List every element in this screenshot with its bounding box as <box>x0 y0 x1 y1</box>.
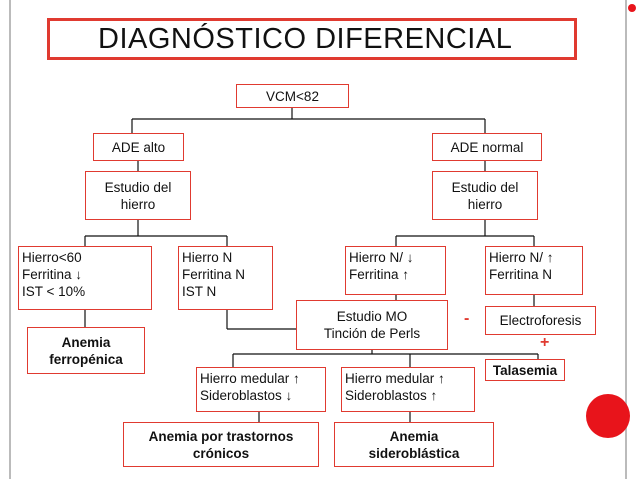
estudio-right-line-2: hierro <box>467 196 503 212</box>
medular-up-line-1: Hierro medular ↑ <box>345 371 445 386</box>
hierro-bajo-line-2: Ferritina ↓ <box>22 267 83 282</box>
node-estudio-mo: Estudio MO Tinción de Perls <box>296 300 448 350</box>
node-hierro-bajo: Hierro<60 Ferritina ↓ IST < 10% <box>18 246 152 310</box>
node-vcm-label: VCM<82 <box>266 88 319 104</box>
estudio-right-line-1: Estudio del <box>451 179 519 195</box>
estudio-left-line-1: Estudio del <box>104 179 172 195</box>
hierro-n-down-line-1: Hierro N/ ↓ <box>349 250 414 265</box>
node-ade-normal-label: ADE normal <box>450 139 524 155</box>
estudio-mo-line-2: Tinción de Perls <box>323 326 421 341</box>
node-talasemia: Talasemia <box>485 359 565 381</box>
anemia-ferropenica-line-1: Anemia <box>61 334 111 350</box>
node-medular-sideroblastos-down: Hierro medular ↑ Sideroblastos ↓ <box>196 367 326 412</box>
node-anemia-ferropenica: Anemia ferropénica <box>27 327 145 374</box>
plus-sign: + <box>540 334 550 351</box>
node-electroforesis: Electroforesis <box>485 306 596 335</box>
node-estudio-hierro-right: Estudio del hierro <box>432 171 538 220</box>
medular-up-line-2: Sideroblastos ↑ <box>345 388 438 403</box>
node-ade-alto-label: ADE alto <box>111 139 166 155</box>
hierro-normal-line-2: Ferritina N <box>182 267 246 282</box>
slide-frame <box>9 0 627 479</box>
node-ade-normal: ADE normal <box>432 133 542 161</box>
node-hierro-n-up: Hierro N/ ↑ Ferritina N <box>485 246 583 295</box>
node-estudio-hierro-left: Estudio del hierro <box>85 171 191 220</box>
medular-down-line-1: Hierro medular ↑ <box>200 371 300 386</box>
hierro-bajo-line-1: Hierro<60 <box>22 250 82 265</box>
node-anemia-sideroblastica: Anemia sideroblástica <box>334 422 494 467</box>
anemia-ferropenica-line-2: ferropénica <box>49 351 123 367</box>
node-hierro-normal: Hierro N Ferritina N IST N <box>178 246 273 310</box>
hierro-bajo-line-3: IST < 10% <box>22 284 86 299</box>
anemia-sideroblastica-line-2: sideroblástica <box>368 445 460 461</box>
anemia-cronicos-line-1: Anemia por trastornos <box>148 428 294 444</box>
node-vcm: VCM<82 <box>236 84 349 108</box>
node-hierro-n-down: Hierro N/ ↓ Ferritina ↑ <box>345 246 446 295</box>
anemia-sideroblastica-line-1: Anemia <box>389 428 439 444</box>
medular-down-line-2: Sideroblastos ↓ <box>200 388 293 403</box>
hierro-n-up-line-1: Hierro N/ ↑ <box>489 250 554 265</box>
node-anemia-cronicos: Anemia por trastornos crónicos <box>123 422 319 467</box>
decorative-red-circle <box>586 394 630 438</box>
node-ade-alto: ADE alto <box>93 133 184 161</box>
anemia-cronicos-line-2: crónicos <box>192 445 250 461</box>
hierro-normal-line-3: IST N <box>182 284 217 299</box>
electroforesis-label: Electroforesis <box>499 313 582 328</box>
corner-dot <box>628 4 636 12</box>
node-medular-sideroblastos-up: Hierro medular ↑ Sideroblastos ↑ <box>341 367 475 412</box>
hierro-n-up-line-2: Ferritina N <box>489 267 553 282</box>
minus-sign: - <box>464 310 470 327</box>
page-title: DIAGNÓSTICO DIFERENCIAL <box>47 18 577 60</box>
estudio-mo-line-1: Estudio MO <box>336 309 408 324</box>
hierro-n-down-line-2: Ferritina ↑ <box>349 267 410 282</box>
estudio-left-line-2: hierro <box>120 196 156 212</box>
talasemia-label: Talasemia <box>492 362 558 378</box>
hierro-normal-line-1: Hierro N <box>182 250 233 265</box>
